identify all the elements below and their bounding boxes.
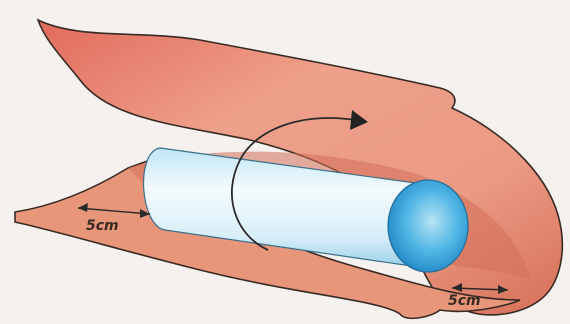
right-dimension-label: 5cm — [448, 293, 481, 309]
left-dimension-label: 5cm — [86, 218, 119, 234]
cylinder-end-face — [388, 180, 468, 272]
